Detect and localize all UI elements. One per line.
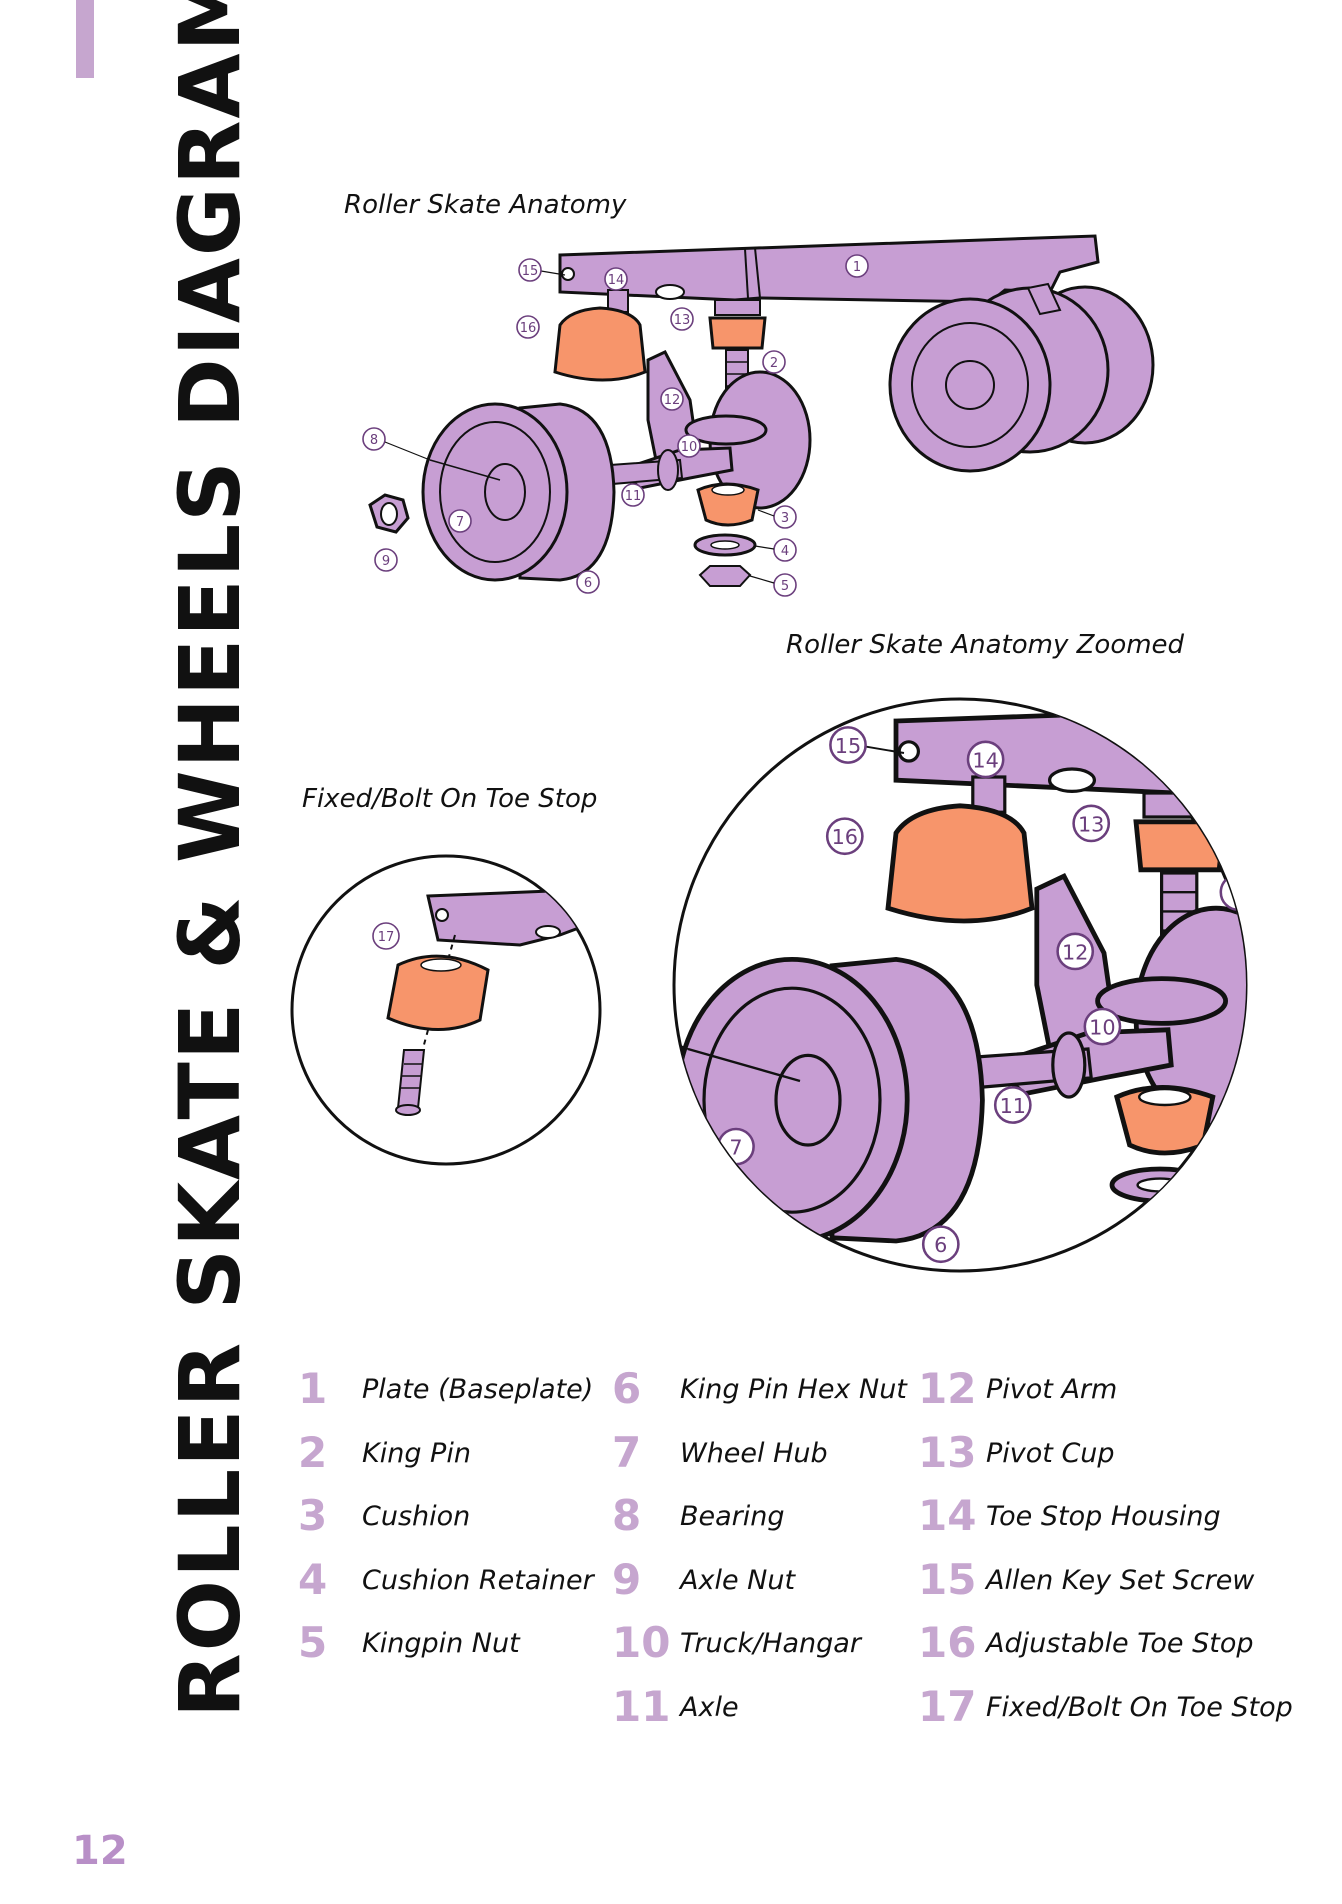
legend-number: 13 [918, 1428, 977, 1477]
legend-label: Kingpin Nut [362, 1628, 520, 1659]
legend-number: 1 [298, 1364, 328, 1413]
top-accent-bar [76, 0, 94, 78]
legend-label: Pivot Cup [986, 1438, 1115, 1469]
caption-anatomy: Roller Skate Anatomy [344, 190, 627, 220]
legend-label: King Pin Hex Nut [680, 1374, 907, 1405]
legend-number: 3 [298, 1491, 328, 1540]
legend-label: Axle Nut [680, 1565, 796, 1596]
legend-label: Plate (Baseplate) [362, 1374, 594, 1405]
legend-number: 11 [612, 1682, 671, 1731]
legend-number: 4 [298, 1555, 328, 1604]
legend-number: 7 [612, 1428, 642, 1477]
legend-label: Cushion [362, 1501, 471, 1532]
page-number: 12 [72, 1828, 128, 1874]
legend-label: Fixed/Bolt On Toe Stop [986, 1692, 1293, 1723]
legend-label: Cushion Retainer [362, 1565, 594, 1596]
caption-toe-stop: Fixed/Bolt On Toe Stop [302, 784, 598, 814]
legend-label: Bearing [680, 1501, 785, 1532]
legend-label: Allen Key Set Screw [986, 1565, 1255, 1596]
zoomed-circle [672, 697, 1248, 1273]
legend-number: 2 [298, 1428, 328, 1477]
legend-label: Adjustable Toe Stop [986, 1628, 1254, 1659]
legend-number: 8 [612, 1491, 642, 1540]
legend-label: Pivot Arm [986, 1374, 1118, 1405]
legend-label: Wheel Hub [680, 1438, 828, 1469]
caption-anatomy-zoomed: Roller Skate Anatomy Zoomed [786, 630, 1185, 660]
legend-number: 16 [918, 1618, 977, 1667]
legend-number: 5 [298, 1618, 328, 1667]
legend-label: Axle [680, 1692, 739, 1723]
legend-number: 6 [612, 1364, 642, 1413]
legend-number: 17 [918, 1682, 977, 1731]
svg-text:17: 17 [378, 930, 395, 945]
legend-label: Truck/Hangar [680, 1628, 861, 1659]
legend-number: 9 [612, 1555, 642, 1604]
legend-number: 10 [612, 1618, 671, 1667]
legend-number: 12 [918, 1364, 977, 1413]
legend-label: Toe Stop Housing [986, 1501, 1221, 1532]
legend-number: 15 [918, 1555, 977, 1604]
legend-number: 14 [918, 1491, 977, 1540]
skate-anatomy-illustration [362, 234, 1155, 597]
toe-stop-circle: 17 [290, 854, 602, 1166]
legend-label: King Pin [362, 1438, 471, 1469]
